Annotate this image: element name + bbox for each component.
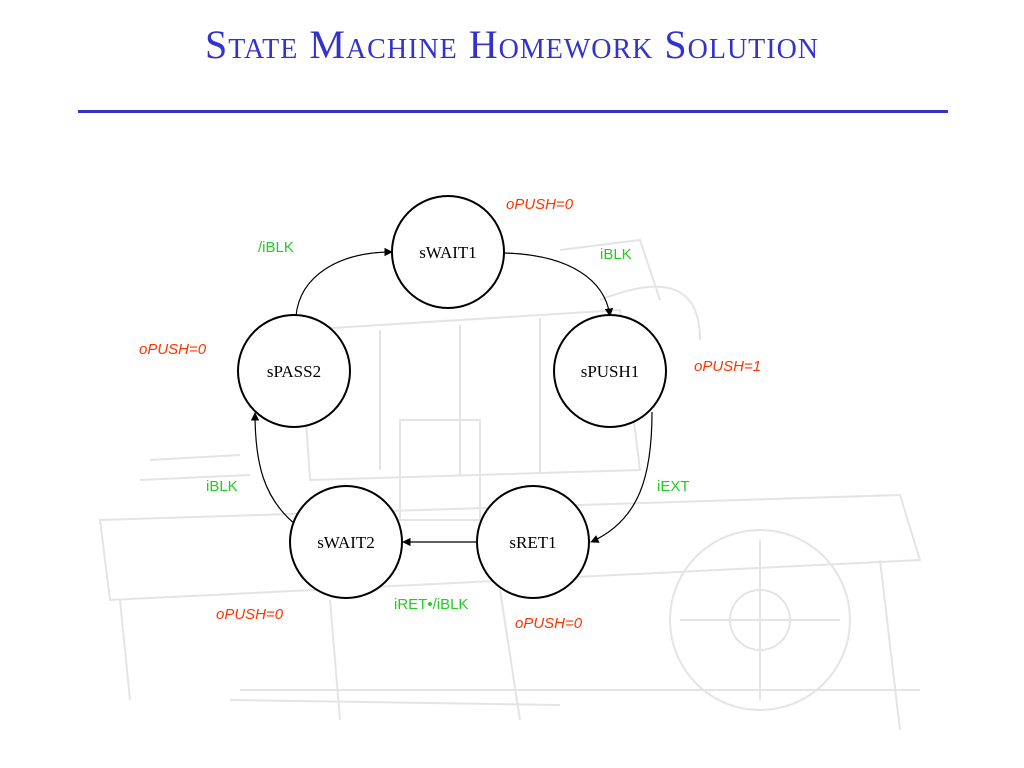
condition-label: iBLK xyxy=(206,478,238,495)
condition-label: iRET•/iBLK xyxy=(394,596,468,613)
transition-swait1-spush1 xyxy=(504,252,614,317)
state-label: sPASS2 xyxy=(267,362,321,381)
state-label: sWAIT1 xyxy=(419,243,477,262)
output-label: oPUSH=0 xyxy=(216,606,284,623)
state-spush1: sPUSH1 xyxy=(553,314,667,428)
transition-swait2-spass2 xyxy=(250,412,301,529)
slide-title: State Machine Homework Solution xyxy=(204,22,820,67)
output-label: oPUSH=0 xyxy=(515,615,583,632)
transition-spass2-swait1 xyxy=(295,247,393,317)
condition-label: iEXT xyxy=(657,478,690,495)
condition-label: /iBLK xyxy=(258,239,294,256)
state-spass2: sPASS2 xyxy=(237,314,351,428)
state-swait2: sWAIT2 xyxy=(289,485,403,599)
title-underline xyxy=(78,110,948,113)
transition-spush1-sret1 xyxy=(590,411,653,543)
condition-label: iBLK xyxy=(600,246,632,263)
state-label: sRET1 xyxy=(509,533,556,552)
state-sret1: sRET1 xyxy=(476,485,590,599)
output-label: oPUSH=0 xyxy=(139,341,207,358)
output-label: oPUSH=0 xyxy=(506,196,574,213)
output-label: oPUSH=1 xyxy=(694,358,761,375)
state-label: sWAIT2 xyxy=(317,533,375,552)
state-swait1: sWAIT1 xyxy=(391,195,505,309)
state-label: sPUSH1 xyxy=(581,362,640,381)
